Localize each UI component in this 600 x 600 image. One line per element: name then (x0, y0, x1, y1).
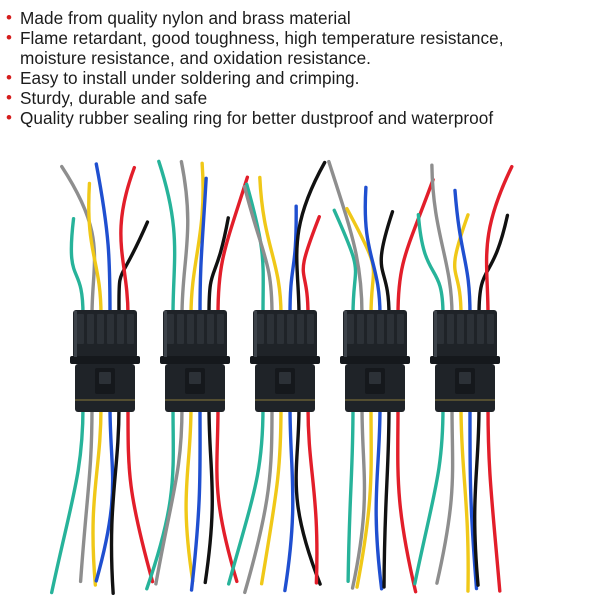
wire-lower (473, 405, 481, 587)
wire-lower (189, 405, 202, 592)
connector (430, 310, 500, 412)
wire-upper (453, 188, 472, 317)
wire-upper (216, 175, 250, 317)
wire-lower (109, 405, 121, 595)
feature-text: Made from quality nylon and brass materi… (20, 8, 351, 28)
wire-lower (243, 405, 274, 595)
feature-text: Sturdy, durable and safe (20, 88, 208, 108)
wire-lower (355, 405, 373, 589)
wire-bundle (226, 160, 327, 595)
bullet-icon: • (6, 28, 13, 47)
wire-upper (207, 216, 230, 317)
connector (340, 310, 410, 412)
feature-text: Quality rubber sealing ring for better d… (20, 108, 494, 128)
feature-item: • Quality rubber sealing ring for better … (6, 108, 596, 128)
wire-upper (416, 212, 445, 317)
feature-list: • Made from quality nylon and brass mater… (6, 8, 596, 128)
bullet-icon: • (6, 108, 13, 127)
bullet-icon: • (6, 68, 13, 87)
wire-lower (435, 405, 455, 585)
wire-upper (295, 160, 327, 317)
wire-lower (259, 405, 283, 586)
feature-item: • Sturdy, durable and safe (6, 88, 596, 108)
wire-upper (301, 215, 321, 317)
wire-lower (145, 405, 175, 591)
wire-upper (363, 185, 382, 317)
wire-upper (332, 208, 358, 317)
wire-lower (346, 405, 355, 583)
wire-upper (258, 175, 283, 317)
wire-lower (486, 405, 502, 593)
wire-bundle (413, 163, 514, 593)
wire-upper (157, 159, 177, 317)
feature-item: • Flame retardant, good toughness, high t… (6, 28, 596, 48)
bullet-icon: • (6, 8, 13, 27)
wire-bundle (327, 159, 435, 594)
wire-upper (94, 162, 112, 317)
wire-lower (396, 405, 418, 594)
feature-item: moisture resistance, and oxidation resis… (6, 48, 596, 68)
wire-upper (396, 177, 435, 317)
wire-lower (203, 405, 214, 585)
bullet-icon: • (6, 88, 13, 107)
connector (160, 310, 230, 412)
wire-bundle (145, 159, 250, 592)
wire-upper (477, 213, 510, 317)
feature-text: moisture resistance, and oxidation resis… (20, 48, 372, 68)
wire-upper (379, 210, 395, 317)
wire-lower (126, 405, 155, 584)
wire-lower (306, 405, 319, 585)
feature-item: • Easy to install under soldering and cri… (6, 68, 596, 88)
wire-upper (242, 184, 274, 317)
wire-lower (459, 405, 470, 593)
wire-lower (350, 405, 367, 590)
wire-upper (60, 164, 97, 317)
wire-lower (91, 405, 103, 587)
wire-lower (154, 405, 184, 586)
wire-upper (198, 176, 208, 317)
wire-upper (327, 159, 364, 317)
wire-upper (189, 161, 205, 317)
wire-lower (215, 405, 239, 584)
feature-item: • Made from quality nylon and brass mater… (6, 8, 596, 28)
wire-upper (119, 165, 137, 317)
wire-lower (94, 405, 115, 583)
wire-bundle (49, 162, 155, 595)
connector (70, 310, 140, 412)
wire-lower (413, 405, 445, 586)
wire-upper (179, 159, 190, 317)
wire-lower (78, 405, 94, 584)
wire-lower (374, 405, 384, 591)
wire-upper (430, 163, 454, 317)
wire-upper (484, 164, 514, 317)
connector-illustration (49, 159, 514, 595)
wire-lower (283, 405, 295, 593)
connector (250, 310, 320, 412)
feature-text: Easy to install under soldering and crim… (20, 68, 360, 88)
wire-lower (49, 405, 85, 595)
wire-lower (184, 405, 195, 583)
wire-upper (117, 220, 150, 317)
wire-upper (69, 216, 85, 317)
wire-upper (87, 181, 103, 317)
wire-upper (288, 204, 298, 317)
wire-lower (382, 405, 391, 589)
wire-lower (468, 405, 479, 591)
wire-upper (245, 182, 265, 317)
wire-lower (226, 405, 265, 586)
wire-lower (294, 405, 322, 586)
feature-text: Flame retardant, good toughness, high te… (20, 28, 504, 48)
